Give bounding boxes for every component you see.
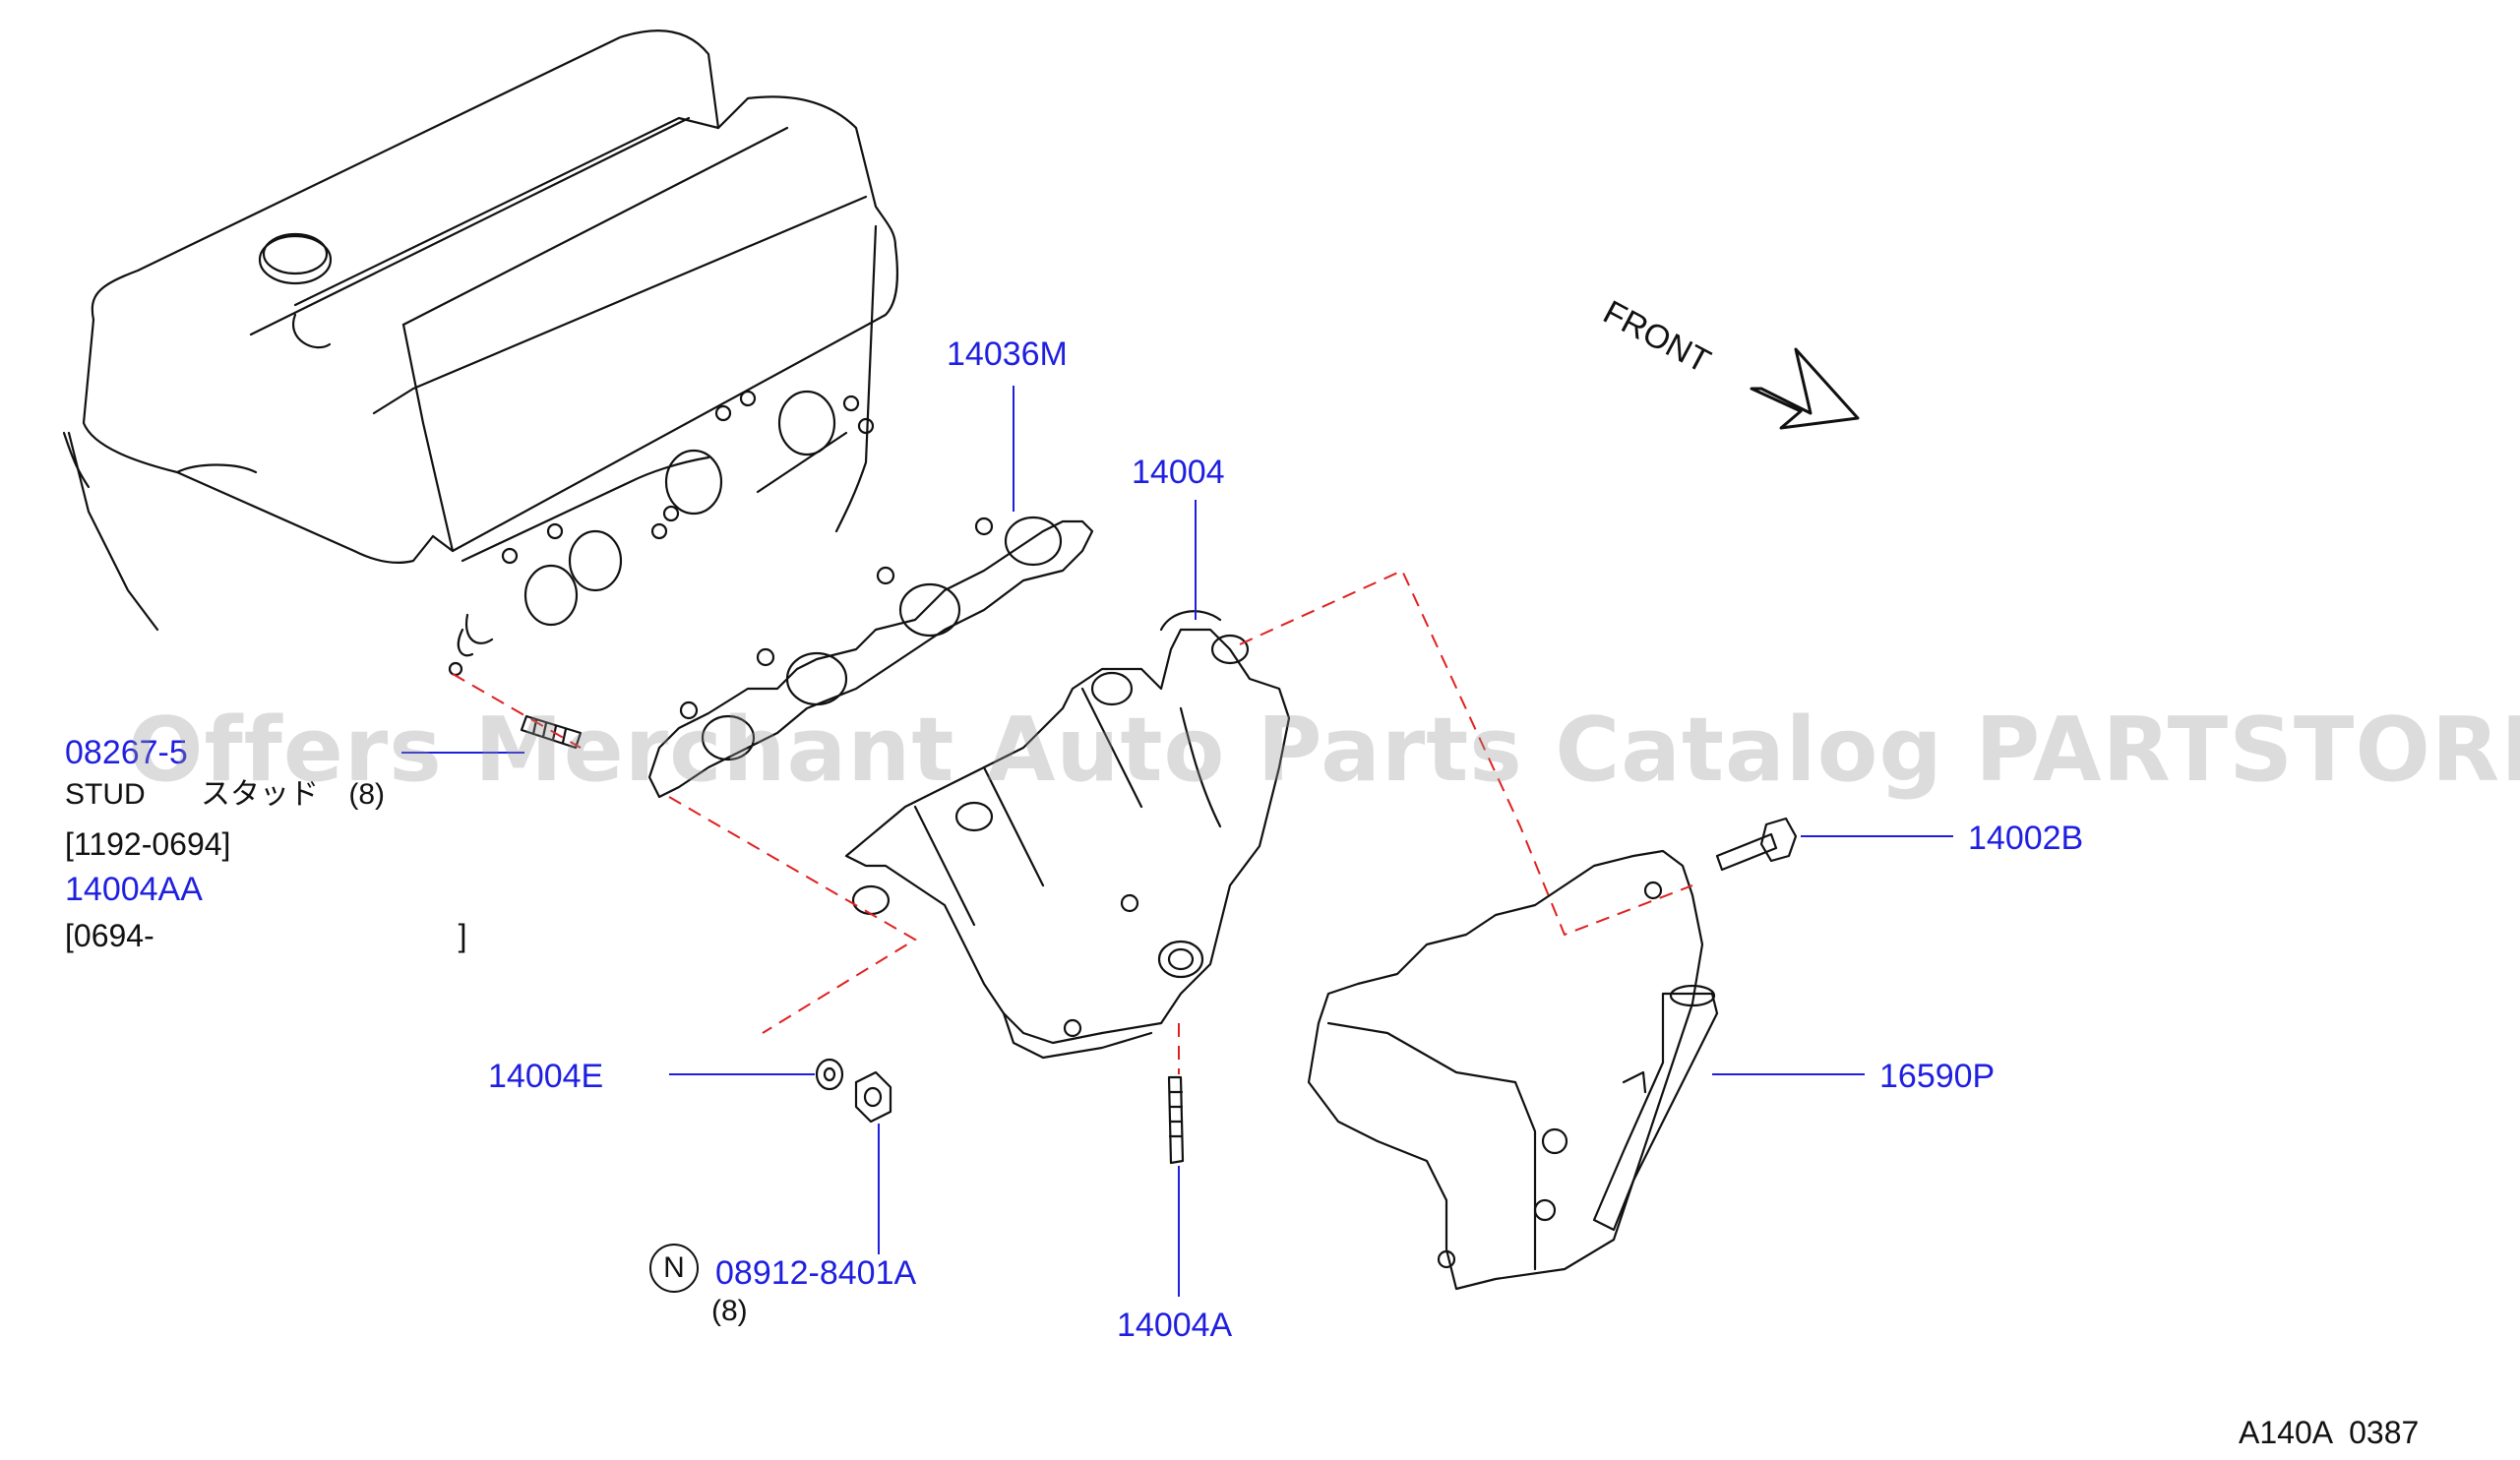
gasket-drawing	[647, 516, 1094, 799]
heat-shield-drawing	[1307, 849, 1719, 1291]
stud-japanese-text: スタッド	[201, 777, 320, 812]
assembly-dashed-lines	[452, 569, 1693, 1074]
callout-14004a[interactable]: 14004A	[1117, 1307, 1233, 1344]
stud-label: STUD スタッド (8)	[65, 780, 385, 810]
callout-14004aa[interactable]: 14004AA	[65, 871, 203, 908]
date-range-b-end: ]	[458, 918, 467, 953]
cylinder-head-drawing	[62, 29, 899, 677]
nut-n-badge: N	[649, 1244, 699, 1293]
manifold-drawing	[844, 610, 1291, 1060]
date-range-b: [0694- ]	[65, 920, 467, 951]
callout-16590p[interactable]: 16590P	[1879, 1058, 1996, 1095]
callout-14004[interactable]: 14004	[1132, 454, 1225, 491]
callout-14002b[interactable]: 14002B	[1968, 820, 2084, 857]
fasteners-drawing	[520, 714, 1798, 1165]
front-arrow-drawing	[1750, 347, 1860, 430]
stud-quantity: (8)	[348, 778, 386, 811]
watermark-text: Offers Merchant Auto Parts Catalog PARTS…	[128, 699, 2520, 802]
date-range-b-start: [0694-	[65, 918, 154, 953]
stud-text: STUD	[65, 778, 146, 811]
callout-14036m[interactable]: 14036M	[947, 335, 1068, 373]
nut-quantity: (8)	[711, 1295, 748, 1327]
callout-08912[interactable]: 08912-8401A	[715, 1254, 917, 1292]
leader-lines	[401, 386, 1953, 1297]
callout-14004e[interactable]: 14004E	[488, 1058, 604, 1095]
date-range-a: [1192-0694]	[65, 826, 231, 862]
diagram-code: A140A 0387	[2239, 1415, 2420, 1450]
callout-08267[interactable]: 08267-5	[65, 734, 188, 771]
